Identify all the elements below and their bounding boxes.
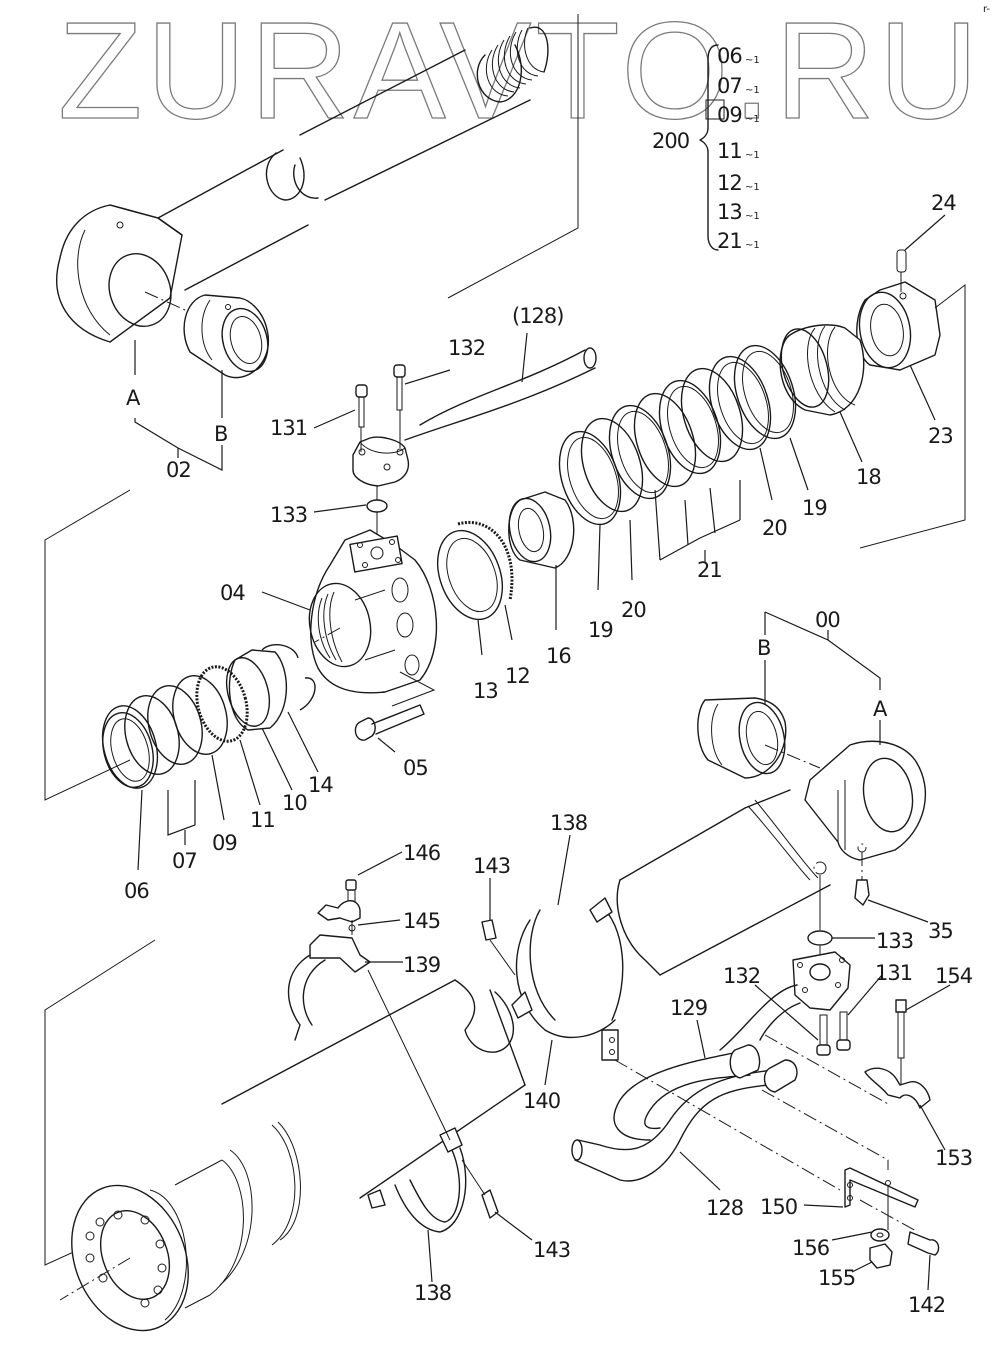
callout-20-left[interactable]: 20 [621, 598, 647, 622]
callout-132-bottom[interactable]: 132 [723, 964, 761, 988]
callout-155[interactable]: 155 [818, 1266, 856, 1290]
clamp-138-140-assembly [481, 897, 624, 1061]
bolt-142 [907, 1231, 940, 1256]
callout-143-top[interactable]: 143 [473, 854, 511, 878]
flange-top-assembly [352, 347, 597, 545]
callout-128[interactable]: 128 [706, 1196, 744, 1220]
kit-item-part[interactable]: 06 [717, 44, 743, 68]
clamp-153 [864, 999, 931, 1109]
bushing-b-top [183, 294, 270, 379]
callout-24[interactable]: 24 [931, 191, 957, 215]
callout-16[interactable]: 16 [546, 644, 572, 668]
callout-00[interactable]: 00 [815, 608, 841, 632]
callout-11[interactable]: 11 [250, 808, 276, 832]
flange-bottom-assembly [571, 951, 851, 1182]
callout-146[interactable]: 146 [403, 841, 442, 865]
callout-21[interactable]: 21 [697, 558, 723, 582]
callout-138-top[interactable]: 138 [550, 811, 588, 835]
callout-131-top[interactable]: 131 [270, 416, 308, 440]
callout-150[interactable]: 150 [760, 1195, 798, 1219]
callout-138-bottom[interactable]: 138 [414, 1281, 452, 1305]
callout-154[interactable]: 154 [935, 964, 974, 988]
callout-156[interactable]: 156 [792, 1236, 831, 1260]
callout-02[interactable]: 02 [166, 458, 192, 482]
bracket-02 [134, 340, 223, 471]
bracket-150 [844, 1167, 919, 1230]
callout-139[interactable]: 139 [403, 953, 441, 977]
callout-A-top[interactable]: A [126, 386, 142, 410]
callout-143-bottom[interactable]: 143 [533, 1238, 571, 1262]
rod-seal-stack [101, 644, 316, 789]
callout-129[interactable]: 129 [670, 996, 708, 1020]
nut-155 [869, 1243, 893, 1269]
callout-12[interactable]: 12 [505, 664, 531, 688]
bushing-b-right [697, 697, 787, 779]
watermark-text: ZURAVTO.RU [58, 0, 982, 148]
callout-18[interactable]: 18 [856, 465, 882, 489]
kit-item-part[interactable]: 12 [717, 171, 743, 195]
cylinder-tube-head [616, 740, 927, 976]
piston-seal-stack [437, 249, 941, 621]
kit-item-part[interactable]: 09 [717, 103, 743, 127]
kit-item-part[interactable]: 07 [717, 74, 743, 98]
kit-item-qty: ~1 [745, 85, 760, 96]
callout-19-right[interactable]: 19 [802, 496, 828, 520]
kit-200-list: 200 06 ~1 07 ~1 09 ~1 11 ~1 12 ~1 13 ~1 … [652, 44, 760, 253]
callout-04[interactable]: 04 [220, 581, 246, 605]
callout-132-top[interactable]: 132 [448, 336, 486, 360]
callout-128-ref[interactable]: (128) [512, 304, 564, 328]
callout-05[interactable]: 05 [403, 756, 429, 780]
kit-item-part[interactable]: 21 [717, 229, 743, 253]
callout-07[interactable]: 07 [172, 849, 198, 873]
kit-item-qty: ~1 [745, 211, 760, 222]
kit-item-qty: ~1 [745, 150, 760, 161]
callout-06[interactable]: 06 [124, 879, 150, 903]
piston-rod [56, 26, 549, 343]
kit-item-qty: ~1 [745, 114, 760, 125]
callout-20-right[interactable]: 20 [762, 516, 788, 540]
callout-B-right[interactable]: B [757, 636, 771, 660]
kit-item-qty: ~1 [745, 240, 760, 251]
callout-133-top[interactable]: 133 [270, 503, 308, 527]
callout-09[interactable]: 09 [212, 831, 238, 855]
callout-10[interactable]: 10 [282, 791, 308, 815]
grease-nipple-35 [854, 852, 870, 906]
clamp-138-lower [367, 969, 499, 1233]
corner-mark: r- [983, 4, 990, 15]
rod-gland [308, 529, 438, 694]
callout-131-bottom[interactable]: 131 [875, 961, 913, 985]
callout-142[interactable]: 142 [908, 1293, 946, 1317]
callout-14[interactable]: 14 [308, 773, 334, 797]
callout-23[interactable]: 23 [928, 424, 954, 448]
callout-133-bottom[interactable]: 133 [876, 929, 914, 953]
gland-bolt-05 [354, 704, 425, 741]
kit-number[interactable]: 200 [652, 129, 690, 153]
callout-140[interactable]: 140 [523, 1089, 561, 1113]
callout-153[interactable]: 153 [935, 1146, 973, 1170]
washer-156 [870, 1228, 890, 1242]
callout-13[interactable]: 13 [473, 679, 499, 703]
kit-item-qty: ~1 [745, 55, 760, 66]
kit-item-part[interactable]: 11 [717, 139, 743, 163]
callout-A-right[interactable]: A [873, 697, 889, 721]
callout-145[interactable]: 145 [403, 909, 441, 933]
clamp-139-assembly [287, 879, 371, 1041]
cylinder-tube [59, 979, 526, 1332]
callout-19-left[interactable]: 19 [588, 618, 614, 642]
callout-B-top[interactable]: B [214, 422, 228, 446]
kit-item-qty: ~1 [745, 182, 760, 193]
kit-item-part[interactable]: 13 [717, 200, 743, 224]
callout-35[interactable]: 35 [928, 919, 954, 943]
